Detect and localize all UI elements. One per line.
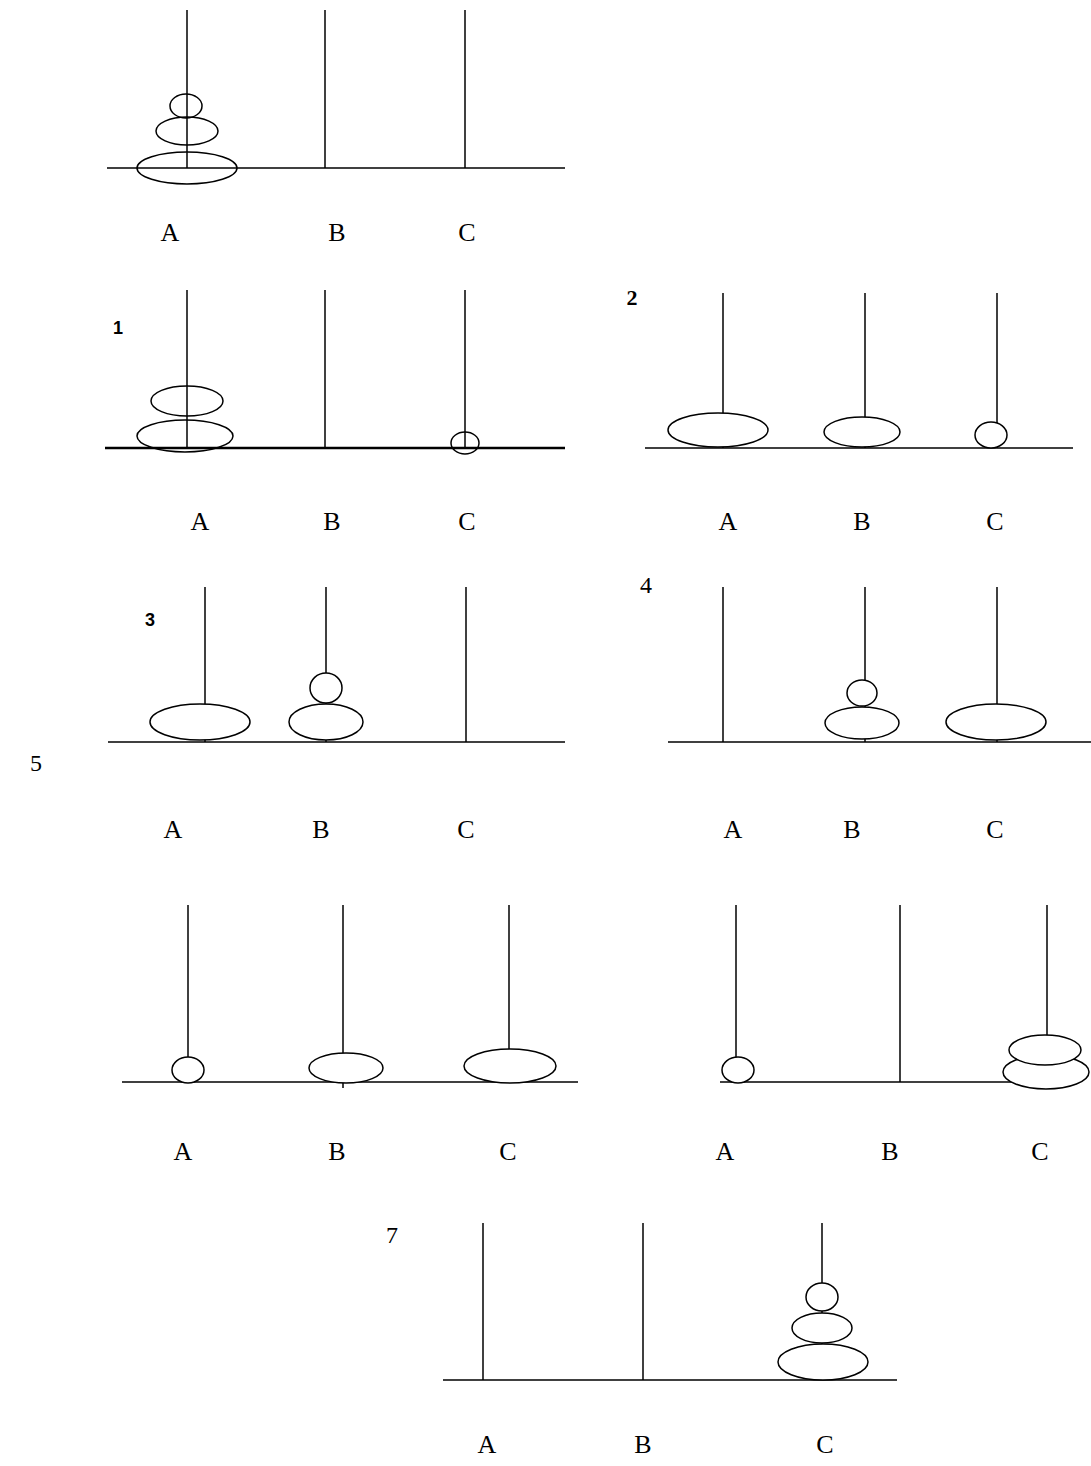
peg-label: B: [328, 220, 345, 246]
peg-label: A: [174, 1139, 193, 1165]
step-number: 1: [113, 319, 123, 337]
peg-label: C: [458, 509, 475, 535]
peg-label: A: [716, 1139, 735, 1165]
peg-label: B: [853, 509, 870, 535]
peg-label: A: [161, 220, 180, 246]
panel-step-2: [645, 293, 1073, 448]
peg-label: C: [1031, 1139, 1048, 1165]
panel-step-3: [108, 587, 565, 742]
peg-label: A: [719, 509, 738, 535]
peg-label: C: [457, 817, 474, 843]
peg-label: C: [986, 509, 1003, 535]
panel-start: [107, 10, 565, 184]
peg-label: A: [164, 817, 183, 843]
peg-label: B: [843, 817, 860, 843]
peg-label: B: [634, 1432, 651, 1458]
panel-step-1: [105, 290, 565, 454]
panel-step-6: [720, 905, 1089, 1089]
peg-label: A: [724, 817, 743, 843]
panel-step-4: [668, 587, 1091, 742]
step-number: 7: [386, 1223, 398, 1247]
step-number: 5: [30, 751, 42, 775]
panel-step-5: [122, 905, 578, 1088]
step-number: 3: [145, 611, 155, 629]
peg-label: A: [191, 509, 210, 535]
peg-label: B: [312, 817, 329, 843]
step-number: 2: [627, 287, 638, 309]
panel-step-7: [443, 1223, 897, 1380]
step-number: 4: [640, 573, 652, 597]
peg-label: B: [328, 1139, 345, 1165]
peg-label: A: [478, 1432, 497, 1458]
peg-label: C: [458, 220, 475, 246]
peg-label: C: [499, 1139, 516, 1165]
peg-label: B: [323, 509, 340, 535]
peg-label: C: [816, 1432, 833, 1458]
peg-label: B: [881, 1139, 898, 1165]
peg-label: C: [986, 817, 1003, 843]
